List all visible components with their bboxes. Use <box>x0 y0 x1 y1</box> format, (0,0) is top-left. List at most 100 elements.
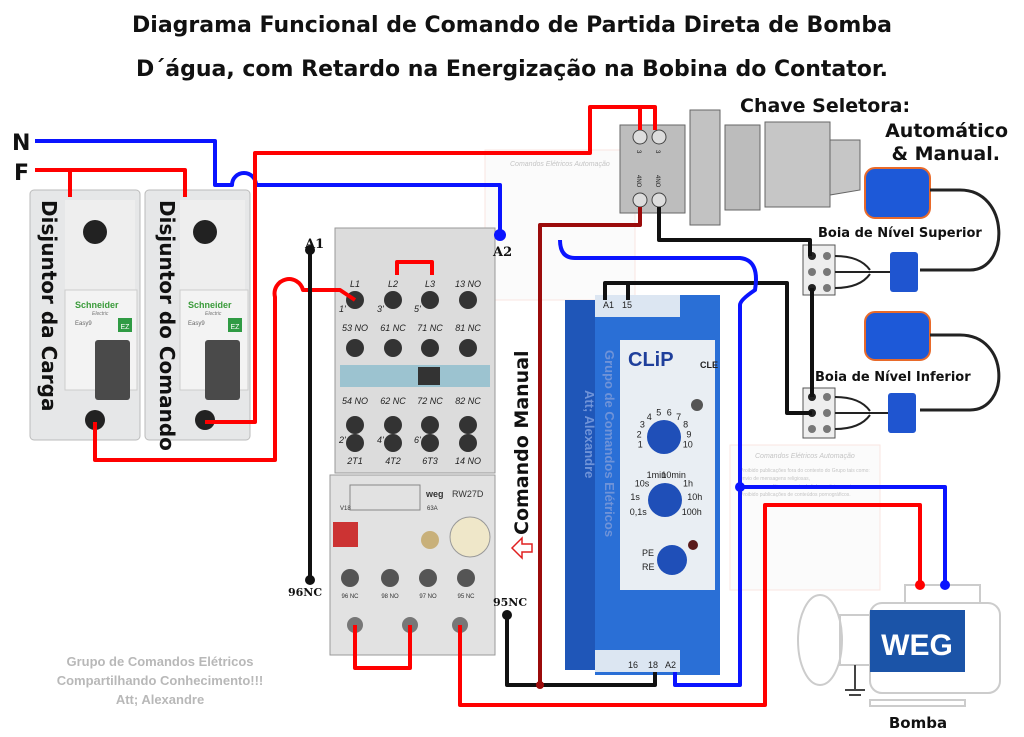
title-line-2: D´água, com Retardo na Energização na Bo… <box>136 57 888 82</box>
footer-line-2: Compartilhando Conhecimento!!! <box>57 673 264 688</box>
contactor-terminal-screw[interactable] <box>421 339 439 357</box>
contactor-terminal-sublabel: 1' <box>339 304 346 314</box>
contactor-terminal-label: 72 NC <box>417 396 443 406</box>
contactor-terminal-screw[interactable] <box>459 339 477 357</box>
breaker-model: Easy9 <box>188 321 205 327</box>
overload-terminal-label: 96 NC <box>341 594 359 600</box>
contactor-terminal-screw[interactable] <box>459 434 477 452</box>
contactor-terminal-screw[interactable] <box>421 291 439 309</box>
coil-a2-label: A2 <box>492 245 512 260</box>
pump-phase-wire <box>458 503 922 707</box>
lower-float <box>864 311 1001 433</box>
overload-95-wire <box>505 615 657 687</box>
relay-terminal-16: 16 <box>628 660 638 670</box>
contactor-terminal-label: 71 NC <box>417 323 443 333</box>
contactor-terminal-screw[interactable] <box>384 434 402 452</box>
relay-terminal-a1: A1 <box>603 300 614 310</box>
overload-terminal-screw[interactable] <box>341 569 359 587</box>
switch-contact: 4NO <box>635 175 641 188</box>
contactor-terminal-screw[interactable] <box>346 416 364 434</box>
overload-terminal-label: 98 NO <box>381 594 399 600</box>
contactor-terminal-sublabel: 3' <box>377 304 384 314</box>
mode-dial[interactable] <box>657 545 687 575</box>
wires <box>35 105 947 707</box>
relay-watermark: Grupo de Comandos Elétricos <box>602 350 617 537</box>
contactor-terminal-label: L3 <box>425 279 435 289</box>
overload-terminal-screw[interactable] <box>381 569 399 587</box>
watermark-line: envio de mensagens religiosas, <box>740 476 810 482</box>
switch-contact: 3 <box>635 150 641 154</box>
time-dial[interactable] <box>647 420 681 454</box>
command-breaker[interactable]: Schneider Electric Easy9 EZ Disjuntor do… <box>144 189 251 451</box>
contactor-terminal-screw[interactable] <box>421 434 439 452</box>
time-scale-label: 4 <box>647 412 652 422</box>
watermark-line: Proibido publicações fora do contexto do… <box>740 468 870 474</box>
contactor-terminal-label: L1 <box>350 279 360 289</box>
selector-switch[interactable]: 3 4NO 3 4NO <box>619 109 861 226</box>
load-breaker[interactable]: Schneider Electric Easy9 EZ Disjuntor da… <box>29 189 141 441</box>
range-scale-label: 10h <box>687 492 702 502</box>
breaker-badge: EZ <box>121 324 131 331</box>
range-scale-label: 1min <box>647 470 667 480</box>
breaker-brand-sub: Electric <box>92 311 109 317</box>
breaker-badge: EZ <box>231 324 241 331</box>
relay-terminal-15: 15 <box>622 300 632 310</box>
footer-line-1: Grupo de Comandos Elétricos <box>66 654 253 669</box>
title-line-1: Diagrama Funcional de Comando de Partida… <box>132 13 892 38</box>
contactor-terminal-screw[interactable] <box>384 291 402 309</box>
range-dial[interactable] <box>648 483 682 517</box>
contactor-terminal-label: 62 NC <box>380 396 406 406</box>
phase-wire <box>35 168 187 197</box>
switch-contact: 4NO <box>654 175 660 188</box>
range-scale-label: 0,1s <box>630 507 648 517</box>
contactor-terminal-label: 81 NC <box>455 323 481 333</box>
breaker-brand: Schneider <box>75 300 119 310</box>
contactor-terminal-screw[interactable] <box>459 416 477 434</box>
contactor-terminal-screw[interactable] <box>346 339 364 357</box>
overload-current-dial[interactable] <box>449 516 491 558</box>
range-scale-label: 10s <box>635 478 650 488</box>
relay-a1-wire <box>603 281 812 415</box>
breaker-toggle[interactable] <box>205 340 240 400</box>
relay-brand: CLiP <box>628 349 674 371</box>
contactor-terminal-sublabel: 6' <box>414 435 421 445</box>
overload-model: RW27D <box>452 489 484 499</box>
contactor-terminal-label: 54 NO <box>342 396 368 406</box>
switch-contact: 3 <box>654 150 660 154</box>
breaker-toggle[interactable] <box>95 340 130 400</box>
time-scale-label: 5 <box>656 408 661 418</box>
time-scale-label: 2 <box>637 429 642 439</box>
coil-a1-label: A1 <box>304 237 324 252</box>
watermark-title-2: Comandos Elétricos Automação <box>755 453 855 460</box>
overload-brand: weg <box>425 489 444 499</box>
contactor-terminal-sublabel: 4' <box>377 435 384 445</box>
mode-scale-label: RE <box>642 562 655 572</box>
contactor-terminal-screw[interactable] <box>384 339 402 357</box>
load-phase-wire <box>93 277 357 462</box>
load-breaker-label: Disjuntor da Carga <box>37 200 61 411</box>
overload-terminal-screw[interactable] <box>419 569 437 587</box>
contactor-terminal-label: 6T3 <box>422 456 438 466</box>
contactor-terminal-label: 4T2 <box>385 456 401 466</box>
overload-side: V18 <box>340 506 351 512</box>
terminal-block-lower <box>802 387 888 439</box>
range-scale-label: 10min <box>661 470 686 480</box>
contactor-terminal-screw[interactable] <box>459 291 477 309</box>
contactor-terminal-screw[interactable] <box>346 434 364 452</box>
upper-float-label: Boia de Nível Superior <box>818 226 982 241</box>
contactor-bridge-wire <box>395 260 434 275</box>
contactor-terminal-label: L2 <box>388 279 398 289</box>
contactor-terminal-screw[interactable] <box>384 416 402 434</box>
overload-terminal-screw[interactable] <box>457 569 475 587</box>
overload-bridge-wire <box>353 625 412 670</box>
terminal-block-upper <box>802 244 890 296</box>
watermark-line: Proibido publicações de conteúdos pornog… <box>740 492 851 498</box>
overload-reset-button[interactable] <box>333 522 358 547</box>
contactor-terminal-screw[interactable] <box>421 416 439 434</box>
command-phase-wire <box>205 105 657 424</box>
range-scale-label: 100h <box>682 507 702 517</box>
time-scale-label: 7 <box>676 412 681 422</box>
